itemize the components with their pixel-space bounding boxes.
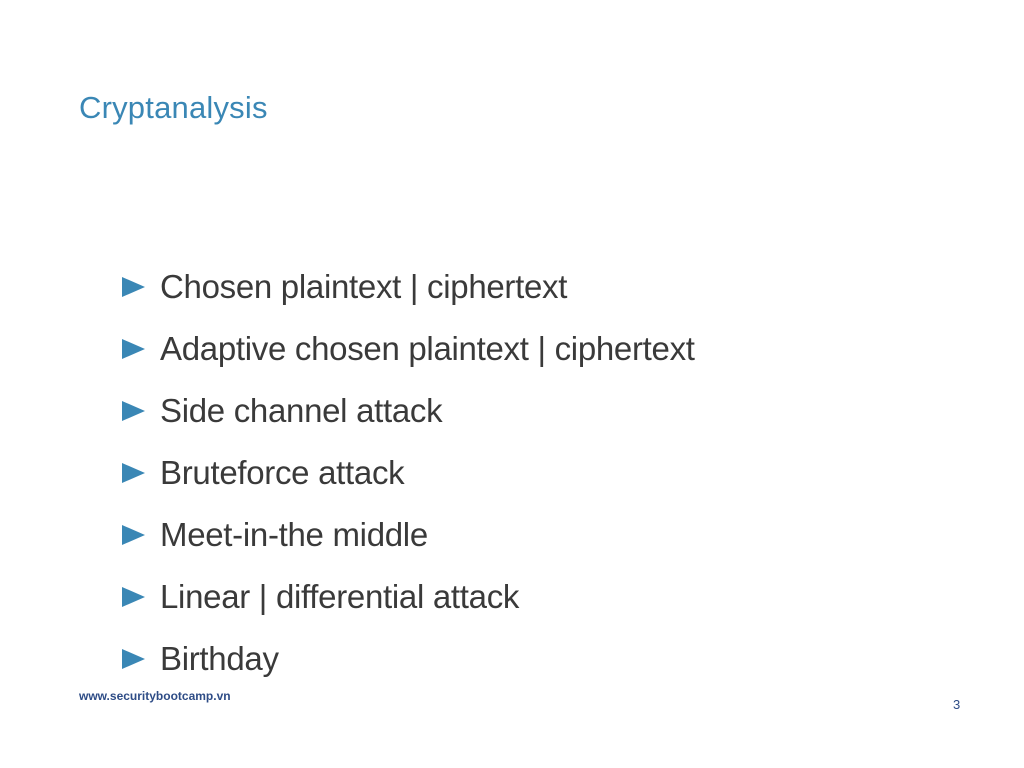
- bullet-text: Linear | differential attack: [160, 578, 520, 615]
- triangle-right-icon: [122, 587, 145, 607]
- bullet-text: Meet-in-the middle: [160, 516, 428, 553]
- bullet-text: Adaptive chosen plaintext | ciphertext: [160, 330, 695, 367]
- triangle-right-icon: [122, 277, 145, 297]
- list-item: Birthday: [122, 628, 695, 690]
- list-item: Linear | differential attack: [122, 566, 695, 628]
- slide-title: Cryptanalysis: [79, 90, 268, 125]
- triangle-right-icon: [122, 463, 145, 483]
- list-item: Meet-in-the middle: [122, 504, 695, 566]
- bullet-text: Chosen plaintext | ciphertext: [160, 268, 568, 305]
- footer-url: www.securitybootcamp.vn: [79, 689, 231, 703]
- triangle-right-icon: [122, 401, 145, 421]
- triangle-right-icon: [122, 339, 145, 359]
- page-number: 3: [953, 697, 961, 712]
- list-item: Adaptive chosen plaintext | ciphertext: [122, 318, 695, 380]
- bullet-list: Chosen plaintext | ciphertext Adaptive c…: [122, 256, 695, 690]
- triangle-right-icon: [122, 525, 145, 545]
- bullet-text: Side channel attack: [160, 392, 443, 429]
- bullet-text: Birthday: [160, 640, 279, 677]
- list-item: Side channel attack: [122, 380, 695, 442]
- triangle-right-icon: [122, 649, 145, 669]
- list-item: Chosen plaintext | ciphertext: [122, 256, 695, 318]
- list-item: Bruteforce attack: [122, 442, 695, 504]
- bullet-text: Bruteforce attack: [160, 454, 405, 491]
